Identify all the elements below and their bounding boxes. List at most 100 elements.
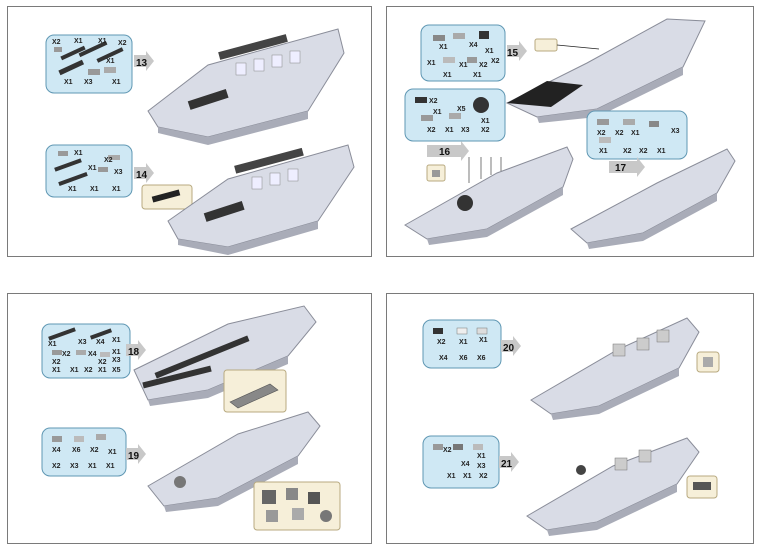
qty-label: X1 [112, 186, 121, 193]
qty-label: X4 [52, 447, 61, 454]
parts-callout: X1 X4 X1 X1 X1 X2 X2 X1 X1 [420, 24, 506, 82]
qty-label: X2 [623, 148, 632, 155]
qty-label: X1 [485, 48, 494, 55]
qty-label: X2 [98, 359, 107, 366]
ship-model [167, 144, 355, 255]
qty-label: X1 [112, 349, 121, 356]
parts-callout: X1 X3 X4 X1 X2 X4 X1 X2 X2 X3 X1 X1 X2 X… [41, 323, 131, 379]
part-icon [308, 492, 320, 504]
step-number: 18 [128, 347, 140, 358]
instruction-panel-3: X1 X3 X4 X1 X2 X4 X1 X2 X2 X3 X1 X1 X2 X… [7, 293, 372, 544]
qty-label: X3 [114, 169, 123, 176]
qty-label: X3 [461, 127, 470, 134]
ship-model [147, 411, 321, 512]
qty-label: X2 [62, 351, 71, 358]
parts-callout: X2 X1 X5 X1 X2 X1 X3 X2 [404, 88, 506, 142]
step-number: 21 [501, 459, 513, 470]
ship-model [526, 437, 700, 536]
ship-model [133, 305, 317, 406]
qty-label: X2 [429, 98, 438, 105]
step-arrow-icon [126, 340, 146, 360]
qty-label: X1 [481, 118, 490, 125]
qty-label: X1 [657, 148, 666, 155]
qty-label: X3 [112, 357, 121, 364]
part-icon [286, 488, 298, 500]
step-arrow-icon [427, 141, 469, 161]
step-number: 19 [128, 451, 140, 462]
qty-label: X1 [98, 38, 107, 45]
step-number: 17 [615, 163, 627, 174]
qty-label: X3 [477, 463, 486, 470]
qty-label: X1 [477, 453, 486, 460]
qty-label: X2 [479, 473, 488, 480]
step-arrow-icon [134, 163, 154, 183]
qty-label: X2 [615, 130, 624, 137]
qty-label: X1 [459, 62, 468, 69]
qty-label: X1 [68, 186, 77, 193]
step-number: 16 [439, 147, 451, 158]
step-number: 14 [136, 170, 148, 181]
qty-label: X1 [112, 79, 121, 86]
parts-callout: X1 X2 X1 X3 X1 X1 X1 [45, 144, 133, 198]
qty-label: X3 [78, 339, 87, 346]
qty-label: X3 [70, 463, 79, 470]
qty-label: X1 [88, 165, 97, 172]
qty-label: X1 [106, 58, 115, 65]
ship-model [570, 148, 736, 249]
qty-label: X2 [437, 339, 446, 346]
qty-label: X4 [439, 355, 448, 362]
qty-label: X3 [671, 128, 680, 135]
qty-label: X1 [98, 367, 107, 374]
qty-label: X1 [48, 341, 57, 348]
sub-part-box [534, 38, 558, 52]
qty-label: X1 [439, 44, 448, 51]
qty-label: X6 [459, 355, 468, 362]
qty-label: X1 [112, 337, 121, 344]
step-number: 13 [136, 58, 148, 69]
ship-model [404, 146, 574, 245]
qty-label: X1 [70, 367, 79, 374]
qty-label: X2 [84, 367, 93, 374]
instruction-panel-2: X1 X4 X1 X1 X1 X2 X2 X1 X1 15 X2 X1 X5 X… [386, 6, 754, 257]
step-arrow-icon [499, 452, 519, 472]
step-arrow-icon [501, 336, 521, 356]
parts-callout: X2 X1 X1 X2 X1 X1 X3 X1 [45, 34, 133, 94]
qty-label: X1 [106, 463, 115, 470]
step-arrow-icon [609, 157, 645, 177]
qty-label: X6 [72, 447, 81, 454]
qty-label: X2 [118, 40, 127, 47]
qty-label: X1 [447, 473, 456, 480]
qty-label: X4 [88, 351, 97, 358]
qty-label: X1 [443, 72, 452, 79]
qty-label: X1 [445, 127, 454, 134]
qty-label: X1 [599, 148, 608, 155]
qty-label: X1 [108, 449, 117, 456]
qty-label: X2 [481, 127, 490, 134]
part-icon [432, 170, 440, 177]
qty-label: X6 [477, 355, 486, 362]
qty-label: X2 [52, 359, 61, 366]
qty-label: X1 [479, 337, 488, 344]
instruction-panel-4: X2 X1 X1 X4 X6 X6 20 X2 X1 X4 X3 X1 X1 X… [386, 293, 754, 544]
instruction-panel-1: X2 X1 X1 X2 X1 X1 X3 X1 13 X1 X2 X1 X3 X… [7, 6, 372, 257]
qty-label: X4 [96, 339, 105, 346]
part-icon [262, 490, 276, 504]
qty-label: X2 [491, 58, 500, 65]
step-number: 15 [507, 48, 519, 59]
part-icon [703, 357, 713, 367]
qty-label: X1 [52, 367, 61, 374]
qty-label: X1 [88, 463, 97, 470]
part-icon [229, 383, 279, 409]
part-icon [151, 189, 181, 203]
qty-label: X5 [112, 367, 121, 374]
parts-callout: X4 X6 X2 X1 X2 X3 X1 X1 [41, 427, 127, 477]
qty-label: X1 [631, 130, 640, 137]
qty-label: X1 [473, 72, 482, 79]
qty-label: X1 [433, 109, 442, 116]
ship-model [505, 18, 706, 123]
step-arrow-icon [134, 51, 154, 71]
part-icon [292, 508, 304, 520]
qty-label: X1 [459, 339, 468, 346]
qty-label: X2 [104, 157, 113, 164]
qty-label: X2 [52, 39, 61, 46]
